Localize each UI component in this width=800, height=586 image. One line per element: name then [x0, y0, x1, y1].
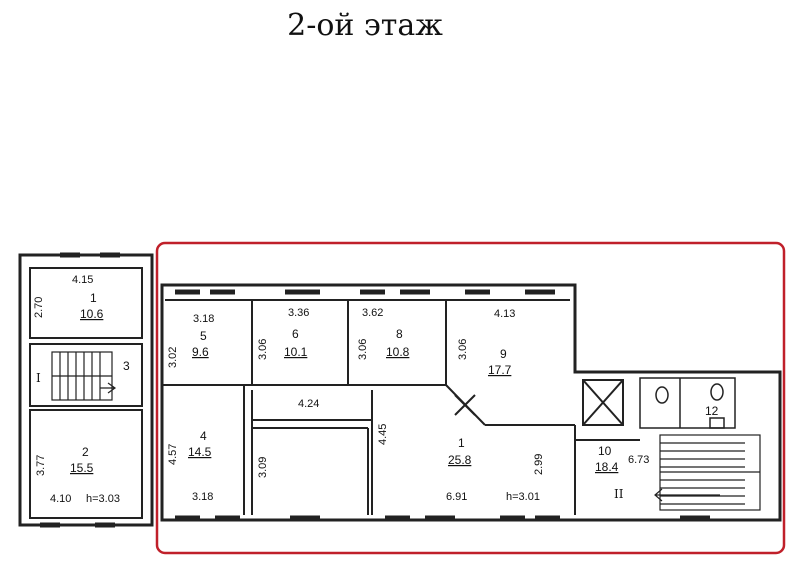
room-12-label: 12	[705, 404, 719, 418]
room-6-length: 3.06	[257, 339, 269, 360]
room-10-width: 6.73	[628, 454, 649, 466]
room-3-label: 3	[123, 359, 130, 373]
stair-I-label: I	[36, 371, 41, 385]
main-windows	[175, 289, 710, 521]
room-2-width: 4.10	[50, 493, 71, 505]
floor-title: 2-ой этаж	[287, 8, 443, 43]
room-10-number: 10	[598, 444, 612, 458]
room-1-main-right-length: 2.99	[533, 454, 545, 475]
room-9-number: 9	[500, 347, 507, 361]
room-9-width: 4.13	[494, 308, 515, 320]
room-5-length: 3.02	[167, 347, 179, 368]
left-block	[18, 252, 154, 528]
room-2-height: h=3.03	[86, 493, 120, 505]
stair-II-label: II	[614, 487, 624, 501]
right-stair	[654, 434, 761, 511]
room-2-number: 2	[82, 445, 89, 459]
room-4-number: 4	[200, 429, 207, 443]
elevator-shaft	[582, 379, 624, 426]
room-1-main-number: 1	[458, 436, 465, 450]
room-5-number: 5	[200, 329, 207, 343]
room-6-width: 3.36	[288, 307, 309, 319]
room-1-left-number: 1	[90, 291, 97, 305]
room-8-number: 8	[396, 327, 403, 341]
room-6-area: 10.1	[284, 345, 308, 359]
room-9-length: 3.06	[457, 339, 469, 360]
highlight-frame	[155, 241, 786, 555]
corridor-width: 4.24	[298, 398, 319, 410]
room-8-area: 10.8	[386, 345, 410, 359]
room-4-width: 3.18	[192, 491, 213, 503]
room-4-area: 14.5	[188, 445, 212, 459]
room-8-length: 3.06	[357, 339, 369, 360]
wc-block	[639, 377, 736, 429]
room-9-area: 17.7	[488, 363, 512, 377]
middle-room-length: 3.09	[257, 457, 269, 478]
room-5-width: 3.18	[193, 313, 214, 325]
left-stair	[51, 351, 117, 401]
room-10-area: 18.4	[595, 460, 619, 474]
room-1-main-height: h=3.01	[506, 491, 540, 503]
room-8-width: 3.62	[362, 307, 383, 319]
main-block-walls	[160, 283, 782, 522]
room-4-length: 4.57	[167, 444, 179, 465]
room-1-left-width: 4.15	[72, 274, 93, 286]
room-1-left-area: 10.6	[80, 307, 104, 321]
room-1-main-length: 4.45	[377, 424, 389, 445]
room-1-main-width: 6.91	[446, 491, 467, 503]
left-windows	[40, 252, 120, 528]
room-2-length: 3.77	[35, 455, 47, 476]
room-5-area: 9.6	[192, 345, 209, 359]
room-1-main-area: 25.8	[448, 453, 472, 467]
room-1-left-length: 2.70	[33, 297, 45, 318]
room-2-area: 15.5	[70, 461, 94, 475]
room-6-number: 6	[292, 327, 299, 341]
